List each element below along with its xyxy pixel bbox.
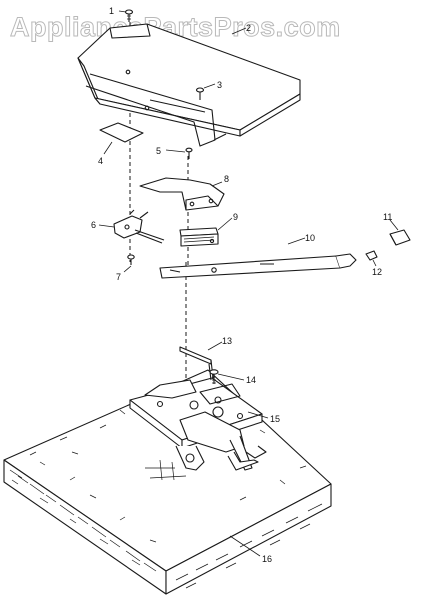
callout-14: 14 [246, 375, 256, 385]
callout-9: 9 [233, 212, 238, 222]
part-13-pin [179, 346, 214, 381]
part-9-spacer [179, 227, 219, 247]
callout-6: 6 [91, 220, 96, 230]
leader-lines [98, 10, 399, 557]
part-2-top-cover [77, 23, 301, 147]
callout-labels: 1 2 3 4 5 6 7 8 9 10 11 12 13 14 15 16 [91, 6, 392, 564]
callout-1: 1 [109, 6, 114, 16]
part-6-switch [113, 209, 165, 244]
callout-5: 5 [156, 146, 161, 156]
callout-10: 10 [305, 233, 315, 243]
part-5-screw [185, 147, 193, 159]
part-1-screw [124, 9, 134, 22]
callout-13: 13 [222, 336, 232, 346]
callout-2: 2 [246, 23, 251, 33]
part-4-pad [99, 122, 144, 143]
part-15-mounting-bracket [129, 377, 267, 471]
part-7-screw [127, 254, 135, 265]
part-11-knob [389, 229, 411, 246]
part-3-screw [195, 87, 205, 100]
part-12-clip [365, 250, 378, 261]
callout-12: 12 [372, 267, 382, 277]
callout-8: 8 [224, 174, 229, 184]
part-8-bracket [139, 177, 225, 211]
part-10-lever-bar [159, 253, 357, 279]
callout-11: 11 [383, 212, 392, 222]
callout-16: 16 [262, 554, 272, 564]
callout-15: 15 [270, 414, 280, 424]
callout-3: 3 [217, 80, 222, 90]
callout-7: 7 [116, 272, 121, 282]
part-14-screw [209, 369, 219, 384]
callout-4: 4 [98, 156, 103, 166]
